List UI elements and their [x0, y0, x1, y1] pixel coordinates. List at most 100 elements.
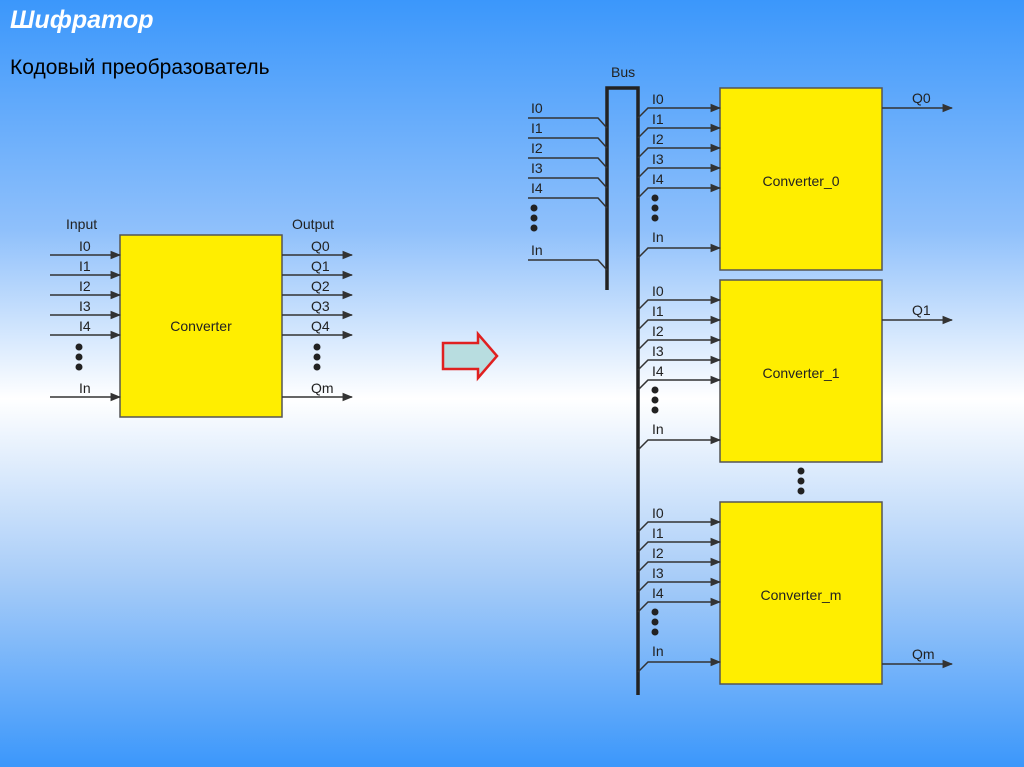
output-label: Q4 — [311, 318, 330, 334]
bus-input-line — [528, 157, 608, 169]
ellipsis-dot — [651, 194, 659, 202]
input-line — [637, 657, 722, 673]
ellipsis-dot — [530, 214, 538, 222]
input-header: Input — [66, 216, 97, 232]
input-line — [637, 243, 722, 259]
slide-title: Шифратор — [10, 6, 154, 34]
input-label: I0 — [79, 238, 91, 254]
input-label: In — [79, 380, 91, 396]
input-label: In — [652, 421, 664, 437]
input-label: I4 — [79, 318, 91, 334]
input-label: I4 — [652, 363, 664, 379]
input-line — [637, 375, 722, 391]
output-label: Q1 — [912, 302, 931, 318]
ellipsis-dot — [75, 343, 83, 351]
converter-box — [119, 234, 283, 418]
input-line — [637, 103, 722, 119]
converter-label: Converter_m — [761, 587, 842, 603]
input-line — [637, 355, 722, 371]
output-label: Q2 — [311, 278, 330, 294]
converter-array: Converter_0I0I1I2I3I4InQ0Converter_1I0I1… — [637, 87, 954, 685]
ellipsis-dot — [651, 628, 659, 636]
bus-input-label: I1 — [531, 120, 543, 136]
bus-input-label: I3 — [531, 160, 543, 176]
converter-label: Converter_0 — [762, 173, 839, 189]
ellipsis-dot — [797, 467, 805, 475]
bus-input-line — [528, 137, 608, 149]
input-label: I2 — [652, 545, 664, 561]
output-label: Qm — [912, 646, 935, 662]
input-line — [637, 557, 722, 573]
input-line — [637, 183, 722, 199]
input-label: I2 — [79, 278, 91, 294]
input-line — [637, 315, 722, 331]
bus-input-line — [528, 197, 608, 209]
ellipsis-dot — [651, 204, 659, 212]
output-label: Qm — [311, 380, 334, 396]
input-label: I0 — [652, 283, 664, 299]
input-line — [637, 163, 722, 179]
ellipsis-dot — [313, 363, 321, 371]
input-line — [637, 517, 722, 533]
input-label: I1 — [79, 258, 91, 274]
bus-label: Bus — [611, 64, 635, 80]
input-line — [637, 577, 722, 593]
ellipsis-dot — [651, 214, 659, 222]
ellipsis-dot — [651, 618, 659, 626]
ellipsis-dot — [797, 477, 805, 485]
input-label: I4 — [652, 171, 664, 187]
input-line — [637, 143, 722, 159]
ellipsis-dot — [651, 386, 659, 394]
bus-input-line — [528, 259, 608, 271]
converter-box — [719, 87, 883, 271]
ellipsis-dot — [313, 353, 321, 361]
bus-input-label: I0 — [531, 100, 543, 116]
ellipsis-dot — [530, 204, 538, 212]
output-label: Q1 — [311, 258, 330, 274]
ellipsis-dot — [313, 343, 321, 351]
bus-line — [605, 86, 640, 695]
input-label: In — [652, 229, 664, 245]
bus-input-label: In — [531, 242, 543, 258]
ellipsis-dot — [651, 608, 659, 616]
input-label: I3 — [652, 343, 664, 359]
input-line — [637, 123, 722, 139]
converter-label: Converter_1 — [762, 365, 839, 381]
converter-box — [719, 501, 883, 685]
ellipsis-dot — [651, 406, 659, 414]
input-line — [637, 435, 722, 451]
ellipsis-dot — [75, 353, 83, 361]
input-line — [637, 597, 722, 613]
input-line — [637, 537, 722, 553]
ellipsis-dot — [797, 487, 805, 495]
output-label: Q3 — [311, 298, 330, 314]
input-label: I1 — [652, 111, 664, 127]
input-line — [637, 335, 722, 351]
input-label: I3 — [79, 298, 91, 314]
output-label: Q0 — [912, 90, 931, 106]
input-label: I2 — [652, 323, 664, 339]
input-label: In — [652, 643, 664, 659]
ellipsis-dot — [651, 396, 659, 404]
input-label: I1 — [652, 303, 664, 319]
input-label: I3 — [652, 565, 664, 581]
transform-arrow-icon — [441, 330, 499, 382]
slide-subtitle: Кодовый преобразователь — [10, 56, 270, 79]
output-label: Q0 — [311, 238, 330, 254]
bus-input-line — [528, 117, 608, 129]
converter-label: Converter — [170, 318, 232, 334]
ellipsis-dot — [530, 224, 538, 232]
input-label: I4 — [652, 585, 664, 601]
input-label: I0 — [652, 505, 664, 521]
bus-input-label: I2 — [531, 140, 543, 156]
input-label: I2 — [652, 131, 664, 147]
ellipsis-dot — [75, 363, 83, 371]
input-line — [637, 295, 722, 311]
bus-input-line — [528, 177, 608, 189]
